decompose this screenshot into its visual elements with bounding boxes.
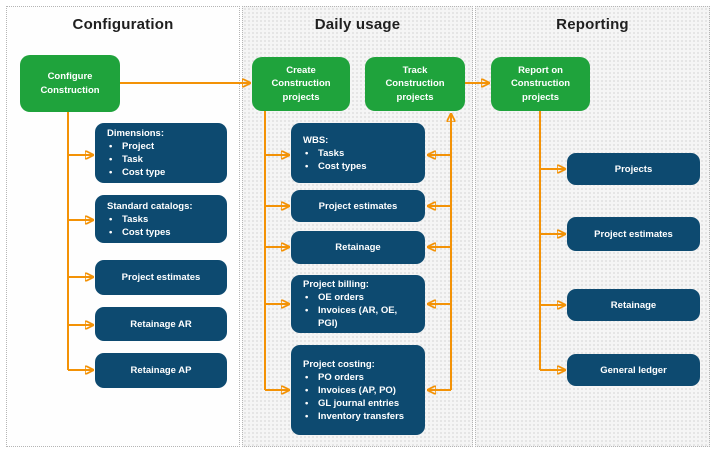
node-project-costing: Project costing: • PO orders • Invoices (AP… <box>291 345 425 435</box>
node-project-costing-bullets: • PO orders • Invoices (AP, PO) • GL journal … <box>303 371 417 423</box>
node-general-ledger: General ledger <box>567 354 700 386</box>
bullet-text: Invoices (AP, PO) <box>318 384 396 396</box>
bullet-text: Tasks <box>318 147 345 159</box>
node-retainage-report: Retainage <box>567 289 700 321</box>
panel-configuration-title: Configuration <box>72 16 174 33</box>
bullet-text: GL journal entries <box>318 397 400 409</box>
bullet-item: • Task <box>107 153 219 166</box>
node-project-billing-bullets: • OE orders • Invoices (AR, OE, PGI) <box>303 291 417 330</box>
node-standard-catalogs-title: Standard catalogs: <box>107 200 193 212</box>
node-project-billing-title: Project billing: <box>303 279 369 290</box>
bullet-text: OE orders <box>318 292 364 303</box>
bullet-dot: • <box>305 305 309 316</box>
daily-usage-right-connectors <box>428 114 451 390</box>
bullet-item: • OE orders <box>303 291 417 304</box>
bullet-text: Cost types <box>318 160 367 172</box>
reporting-connectors <box>465 83 565 370</box>
bullet-dot: • <box>109 154 113 165</box>
bullet-item: • Inventory transfers <box>303 410 417 423</box>
bullet-item: • Project <box>107 140 219 153</box>
node-project-estimates-report: Project estimates <box>567 217 700 251</box>
bullet-item: • Cost type <box>107 166 219 179</box>
node-retainage-ar: Retainage AR <box>95 307 227 341</box>
bullet-item: • Cost types <box>303 160 417 173</box>
bullet-dot: • <box>109 167 113 178</box>
node-wbs-title: WBS: <box>303 134 329 146</box>
bullet-dot: • <box>305 292 309 303</box>
bullet-item: • Invoices (AP, PO) <box>303 384 417 397</box>
bullet-dot: • <box>305 371 309 383</box>
bullet-item: • Tasks <box>107 213 219 226</box>
bullet-dot: • <box>305 384 309 396</box>
bullet-text: Cost types <box>122 226 171 238</box>
node-dimensions-title: Dimensions: <box>107 128 165 139</box>
node-retainage-daily: Retainage <box>291 231 425 264</box>
bullet-text: Inventory transfers <box>318 410 405 422</box>
node-project-estimates-daily: Project estimates <box>291 190 425 222</box>
node-wbs: WBS: • Tasks • Cost types <box>291 123 425 183</box>
bullet-dot: • <box>305 160 309 172</box>
node-create-construction-projects: Create Construction projects <box>252 57 350 111</box>
node-project-costing-title: Project costing: <box>303 358 375 370</box>
node-projects-report: Projects <box>567 153 700 185</box>
node-project-billing: Project billing: • OE orders • Invoices (AR… <box>291 275 425 333</box>
node-report-on-construction-projects: Report on Construction projects <box>491 57 590 111</box>
bullet-dot: • <box>305 147 309 159</box>
node-dimensions-bullets: • Project • Task • Cost type <box>107 140 219 179</box>
bullet-text: Task <box>122 154 143 165</box>
node-standard-catalogs: Standard catalogs: • Tasks • Cost types <box>95 195 227 243</box>
bullet-dot: • <box>109 213 113 225</box>
configuration-connectors <box>67 83 250 370</box>
bullet-dot: • <box>305 410 309 422</box>
daily-usage-left-connectors <box>264 111 289 390</box>
node-wbs-bullets: • Tasks • Cost types <box>303 147 417 173</box>
bullet-item: • Invoices (AR, OE, PGI) <box>303 304 417 330</box>
bullet-dot: • <box>305 397 309 409</box>
node-project-estimates-config: Project estimates <box>95 260 227 295</box>
bullet-text: Invoices (AR, OE, PGI) <box>318 305 398 329</box>
bullet-dot: • <box>109 141 113 152</box>
bullet-item: • PO orders <box>303 371 417 384</box>
node-configure-construction: Configure Construction <box>20 55 120 112</box>
panel-daily-usage-title: Daily usage <box>314 16 401 33</box>
node-track-construction-projects: Track Construction projects <box>365 57 465 111</box>
bullet-text: Tasks <box>122 213 149 225</box>
panel-reporting-title: Reporting <box>556 16 629 33</box>
node-retainage-ap: Retainage AP <box>95 353 227 388</box>
bullet-dot: • <box>109 226 113 238</box>
bullet-item: • GL journal entries <box>303 397 417 410</box>
bullet-item: • Tasks <box>303 147 417 160</box>
node-dimensions: Dimensions: • Project • Task • Cost type <box>95 123 227 183</box>
bullet-text: Project <box>122 141 155 152</box>
bullet-item: • Cost types <box>107 226 219 239</box>
node-standard-catalogs-bullets: • Tasks • Cost types <box>107 213 219 239</box>
bullet-text: Cost type <box>122 167 166 178</box>
bullet-text: PO orders <box>318 371 364 383</box>
